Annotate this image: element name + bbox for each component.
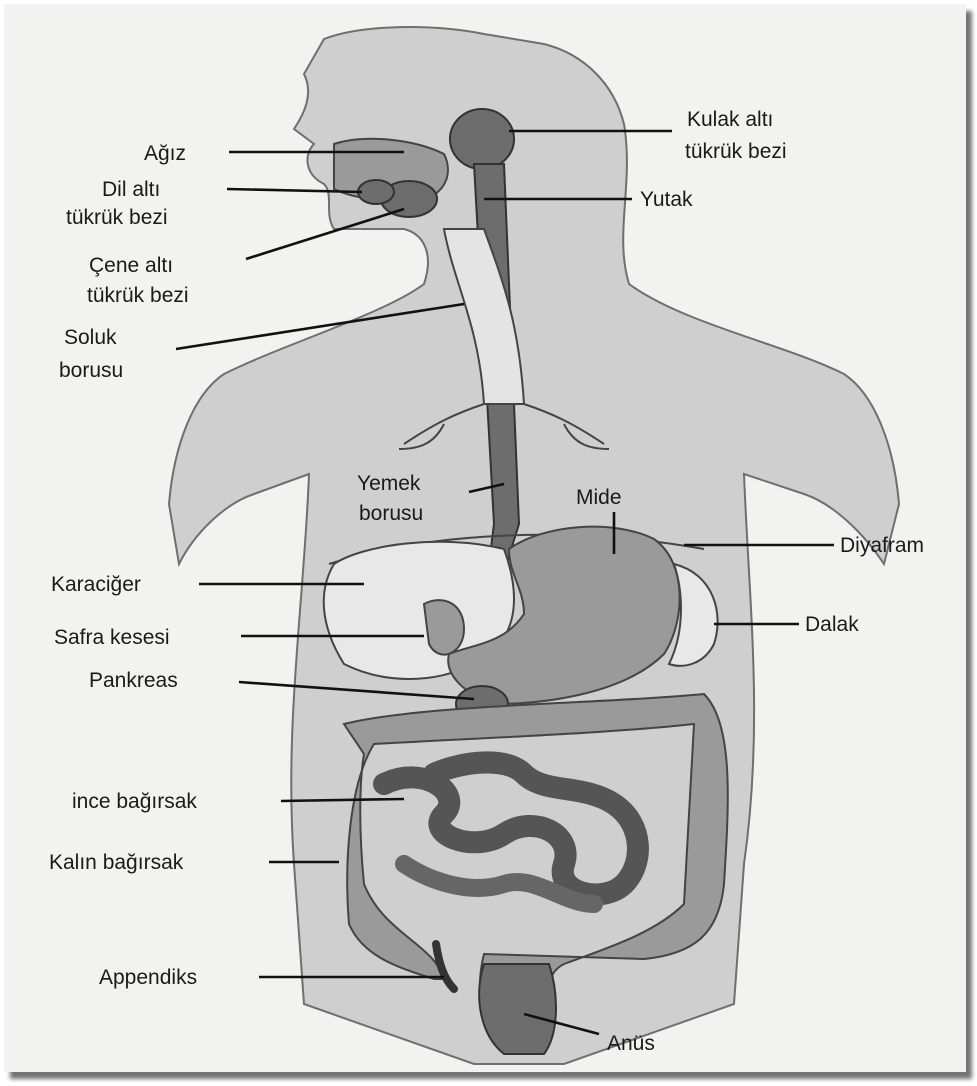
label-safra: Safra kesesi bbox=[54, 626, 170, 649]
parotid-gland bbox=[450, 109, 514, 169]
label-kulak-alti-line1: Kulak altı bbox=[687, 108, 773, 131]
label-kulak-alti-line2: tükrük bezi bbox=[685, 140, 787, 163]
label-cene-alti-line2: tükrük bezi bbox=[87, 284, 189, 307]
label-dil-alti-line1: Dil altı bbox=[102, 178, 160, 201]
label-yemek-line1: Yemek bbox=[357, 472, 421, 495]
label-ince: ince bağırsak bbox=[72, 790, 197, 813]
rectum-shape bbox=[479, 964, 556, 1054]
diagram-card: Ağız Dil altı tükrük bezi Çene altı tükr… bbox=[4, 4, 966, 1072]
label-appendiks: Appendiks bbox=[99, 966, 197, 989]
label-soluk-line1: Soluk bbox=[64, 326, 117, 349]
label-anus: Anüs bbox=[607, 1032, 655, 1055]
gallbladder-shape bbox=[424, 600, 464, 654]
label-cene-alti-line1: Çene altı bbox=[89, 254, 173, 277]
digestive-system-diagram: Ağız Dil altı tükrük bezi Çene altı tükr… bbox=[4, 4, 966, 1072]
label-dil-alti-line2: tükrük bezi bbox=[66, 206, 168, 229]
label-mide: Mide bbox=[576, 486, 622, 509]
label-agiz: Ağız bbox=[144, 142, 186, 165]
label-kalin: Kalın bağırsak bbox=[49, 851, 184, 874]
label-diyafram: Diyafram bbox=[840, 534, 924, 557]
label-dalak: Dalak bbox=[805, 613, 859, 636]
label-yemek-line2: borusu bbox=[359, 502, 423, 525]
label-karaciger: Karaciğer bbox=[51, 573, 141, 596]
label-yutak: Yutak bbox=[640, 188, 693, 211]
label-soluk-line2: borusu bbox=[59, 359, 123, 382]
label-pankreas: Pankreas bbox=[89, 669, 178, 692]
